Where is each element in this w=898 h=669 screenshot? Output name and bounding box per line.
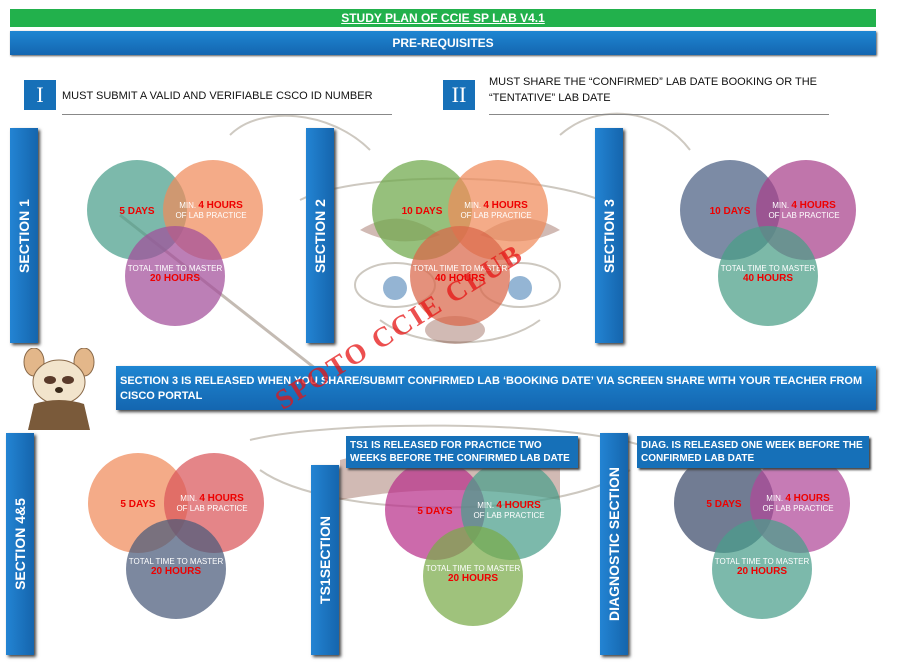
requirement-1-text: MUST SUBMIT A VALID AND VERIFIABLE CSCO … [62,90,373,102]
page-title: STUDY PLAN OF CCIE SP LAB V4.1 [10,9,876,27]
days-label: 5 DAYS [417,506,453,517]
venn-circle [718,226,818,326]
days-label: 10 DAYS [401,206,443,217]
mascot-icon [23,348,95,430]
section-3-release-note: SECTION 3 IS RELEASED WHEN YOU SHARE/SUB… [116,366,876,410]
requirement-1-number: I [24,80,56,110]
days-label: 10 DAYS [709,206,751,217]
venn-circle [423,526,523,626]
diag-release-note: DIAG. IS RELEASED ONE WEEK BEFORE THE CO… [637,436,869,468]
days-label: 5 DAYS [119,206,155,217]
requirement-2-line2: “TENTATIVE” LAB DATE [489,92,611,104]
ts1-release-note: TS1 IS RELEASED FOR PRACTICE TWO WEEKS B… [346,436,578,468]
section-4-5-label: SECTION 4&5 [6,433,34,655]
venn-circle [712,519,812,619]
section-1-label: SECTION 1 [10,128,38,343]
section-3-label: SECTION 3 [595,128,623,343]
venn-circle [125,226,225,326]
diagnostic-section-label: DIAGNOSTIC SECTION [600,433,628,655]
venn-circle [126,519,226,619]
ts1-section-label: TS1SECTION [311,465,339,655]
venn-circle [410,226,510,326]
requirement-2-number: II [443,80,475,110]
requirement-2-text: MUST SHARE THE “CONFIRMED” LAB DATE BOOK… [489,74,817,106]
days-label: 5 DAYS [706,499,742,510]
section-2-label: SECTION 2 [306,128,334,343]
requirement-2-line1: MUST SHARE THE “CONFIRMED” LAB DATE BOOK… [489,76,818,88]
days-label: 5 DAYS [120,499,156,510]
prerequisites-banner: PRE-REQUISITES [10,31,876,55]
